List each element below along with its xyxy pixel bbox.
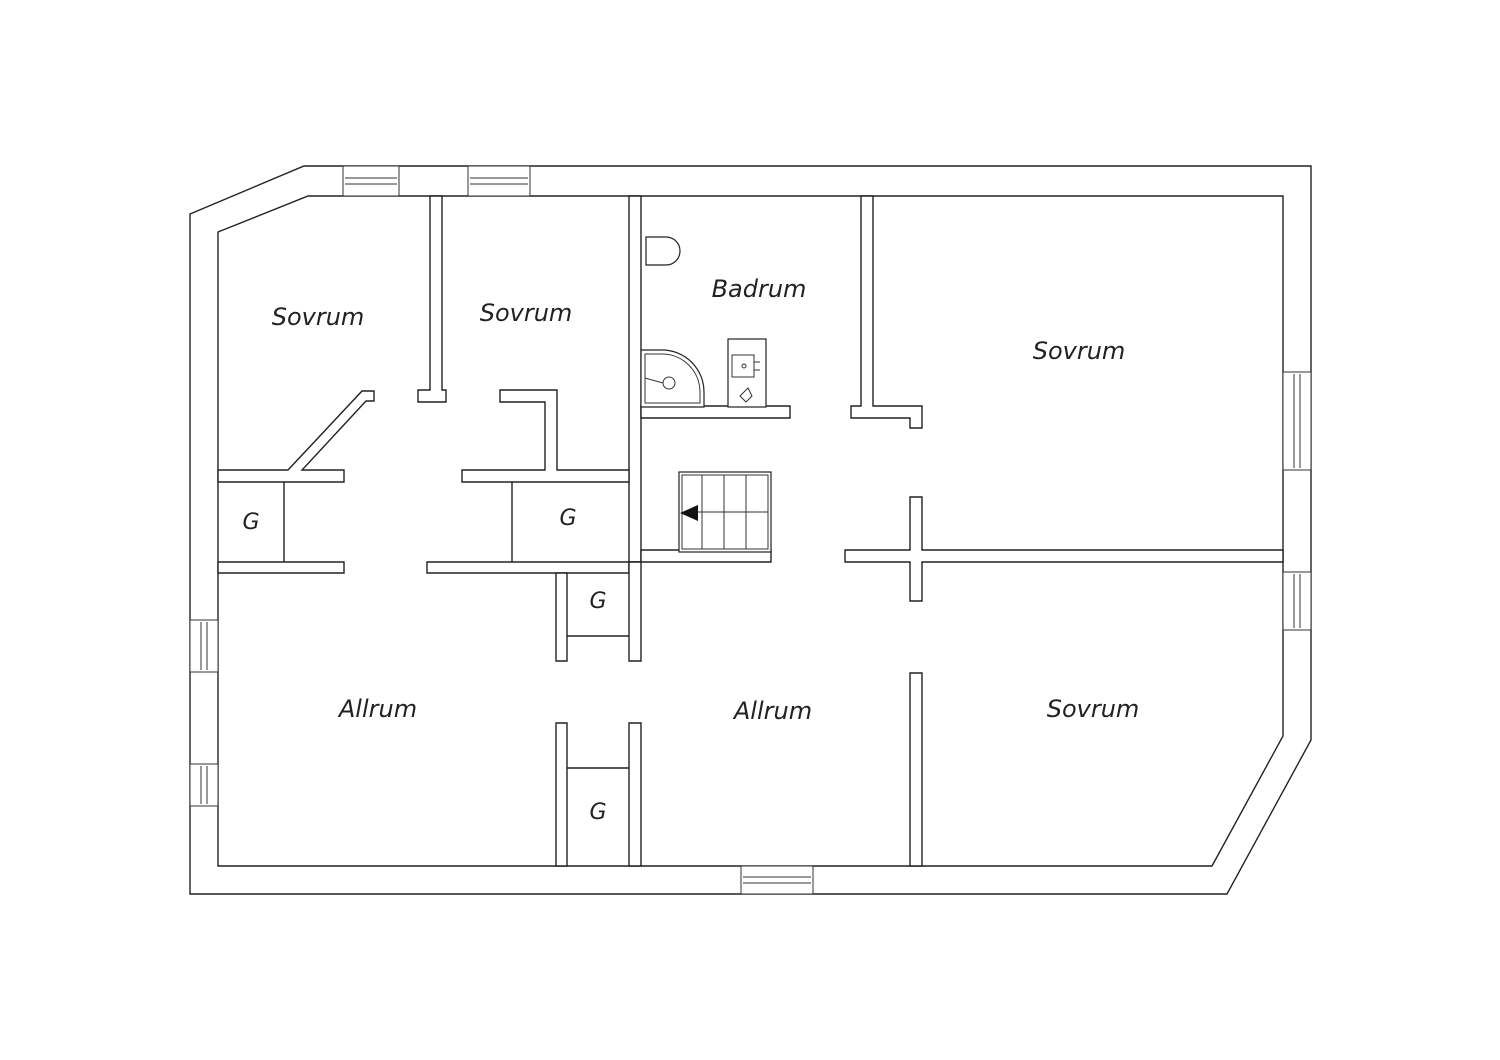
window xyxy=(467,165,531,197)
window xyxy=(189,763,219,807)
toilet-icon xyxy=(645,236,681,266)
left-arrow-icon xyxy=(680,505,698,521)
interior-wall xyxy=(461,389,630,483)
room-label: Allrum xyxy=(337,695,417,723)
closet-label: G xyxy=(559,506,576,531)
window xyxy=(342,165,400,197)
staircase xyxy=(678,471,772,553)
interior-wall xyxy=(217,390,375,483)
room-label: Sovrum xyxy=(1033,337,1126,365)
interior-wall xyxy=(640,405,791,419)
interior-wall xyxy=(628,195,642,563)
room-label: Badrum xyxy=(712,275,807,303)
room-label: Sovrum xyxy=(1047,695,1140,723)
room-label: Sovrum xyxy=(480,299,573,327)
closet-label: G xyxy=(589,800,606,825)
interior-wall xyxy=(628,722,642,867)
interior-wall xyxy=(850,195,923,429)
interior-wall xyxy=(628,561,642,662)
interior-wall xyxy=(426,549,772,574)
interior-wall xyxy=(909,672,923,867)
window xyxy=(1282,371,1312,471)
interior-wall xyxy=(555,722,568,867)
room-label: Allrum xyxy=(732,697,812,725)
interior-wall xyxy=(555,572,568,662)
sink-icon xyxy=(727,338,767,408)
interior-wall xyxy=(417,195,447,403)
room-label: Sovrum xyxy=(272,303,365,331)
interior-wall xyxy=(217,561,345,574)
window xyxy=(740,865,814,895)
shower-icon xyxy=(640,349,705,408)
window xyxy=(1282,571,1312,631)
outer-wall xyxy=(189,165,1312,895)
closet-label: G xyxy=(242,510,259,535)
closet-label: G xyxy=(589,589,606,614)
window xyxy=(189,619,219,673)
interior-wall xyxy=(844,496,1284,602)
